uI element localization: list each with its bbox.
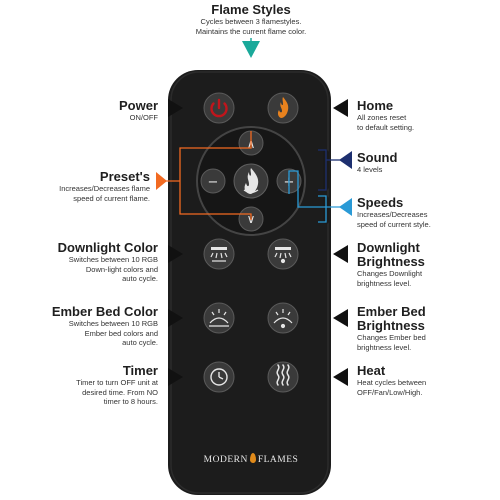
- label-presets-desc-1: Increases/Decreases flame: [59, 184, 150, 193]
- downlight-brightness-icon: [274, 247, 292, 264]
- label-downlight-brightness-desc-1: Changes Downlight: [357, 269, 423, 278]
- label-timer-title: Timer: [122, 363, 158, 378]
- ember-color-pointer: [168, 309, 183, 327]
- label-heat-title: Heat: [357, 363, 386, 378]
- label-speeds: Speeds Increases/Decreases speed of curr…: [357, 196, 497, 229]
- ember-brightness-icon: [273, 309, 293, 329]
- label-speeds-title: Speeds: [357, 195, 404, 210]
- label-downlight-brightness-title-1: Downlight: [357, 240, 420, 255]
- label-power: Power ON/OFF: [60, 99, 158, 123]
- ember-bed-brightness-button[interactable]: [267, 302, 299, 334]
- brand-logo: MODERN FLAMES: [196, 453, 306, 465]
- label-downlight-color-desc-1: Switches between 10 RGB: [68, 255, 158, 264]
- label-ember-bed-color-desc-3: auto cycle.: [122, 338, 158, 347]
- timer-button[interactable]: [203, 361, 235, 393]
- heat-pointer: [333, 368, 348, 386]
- brand-flame-icon: [249, 453, 256, 463]
- label-home: Home All zones reset to default setting.: [357, 99, 487, 132]
- label-presets: Preset's Increases/Decreases flame speed…: [20, 170, 150, 203]
- minus-icon: −: [208, 175, 219, 190]
- label-presets-desc-2: speed of current flame.: [73, 193, 150, 203]
- label-sound: Sound 4 levels: [357, 151, 487, 175]
- downlight-brightness-pointer: [333, 245, 348, 263]
- label-downlight-brightness: Downlight Brightness Changes Downlight b…: [357, 241, 487, 288]
- label-timer-desc-3: timer to 8 hours.: [103, 397, 158, 406]
- downlight-color-button[interactable]: [203, 238, 235, 270]
- sound-bracket: [318, 149, 340, 191]
- label-downlight-color-desc-2: Down-light colors and: [85, 264, 158, 274]
- downlight-color-pointer: [168, 245, 183, 263]
- label-presets-title: Preset's: [99, 169, 150, 184]
- speeds-pointer: [339, 198, 352, 216]
- label-home-desc-1: All zones reset: [357, 113, 407, 122]
- label-ember-bed-color-title: Ember Bed Color: [51, 304, 158, 319]
- dpad-minus-button[interactable]: −: [200, 168, 226, 194]
- label-downlight-color-desc-3: auto cycle.: [122, 274, 158, 283]
- label-flame-styles-desc-2: Maintains the current flame color.: [195, 26, 307, 36]
- label-ember-bed-brightness-desc-2: brightness level.: [357, 342, 412, 352]
- label-flame-styles: Flame Styles Cycles between 3 flamestyle…: [160, 3, 342, 36]
- brand-right: FLAMES: [257, 455, 299, 465]
- power-icon: [210, 98, 228, 118]
- label-flame-styles-desc-1: Cycles between 3 flamestyles.: [200, 17, 302, 26]
- power-button[interactable]: [203, 92, 235, 124]
- remote-highlight: [170, 71, 329, 494]
- heat-waves-icon: [276, 364, 290, 386]
- label-sound-title: Sound: [357, 150, 398, 165]
- label-ember-bed-color-desc-1: Switches between 10 RGB: [68, 319, 158, 328]
- clock-icon: [210, 368, 228, 386]
- ember-brightness-pointer: [333, 309, 348, 327]
- label-flame-styles-title: Flame Styles: [211, 2, 291, 17]
- flame-icon: [277, 97, 289, 118]
- label-heat-desc-2: OFF/Fan/Low/High.: [357, 387, 423, 397]
- speeds-bracket: [288, 170, 340, 223]
- label-home-title: Home: [357, 98, 394, 113]
- label-home-desc-2: to default setting.: [357, 122, 415, 132]
- label-speeds-desc-1: Increases/Decreases: [357, 210, 428, 219]
- timer-pointer: [168, 368, 183, 386]
- label-downlight-brightness-desc-2: brightness level.: [357, 278, 412, 288]
- downlight-brightness-button[interactable]: [267, 238, 299, 270]
- flame-style-button[interactable]: [233, 163, 269, 199]
- label-power-title: Power: [118, 98, 158, 113]
- label-speeds-desc-2: speed of current style.: [357, 219, 431, 229]
- brand-left: MODERN: [203, 455, 248, 465]
- label-heat-desc-1: Heat cycles between: [357, 378, 427, 387]
- label-timer-desc-2: desired time. From NO: [82, 387, 158, 397]
- label-sound-desc-1: 4 levels: [357, 165, 383, 174]
- ember-icon: [209, 309, 229, 327]
- label-downlight-color: Downlight Color Switches between 10 RGB …: [30, 241, 158, 284]
- label-timer: Timer Timer to turn OFF unit at desired …: [30, 364, 158, 407]
- label-power-desc-1: ON/OFF: [129, 113, 158, 122]
- power-pointer: [168, 99, 183, 117]
- label-timer-desc-1: Timer to turn OFF unit at: [76, 378, 158, 387]
- sound-pointer: [339, 151, 352, 169]
- label-ember-bed-brightness-title-2: Brightness: [357, 318, 425, 333]
- downlight-icon: [210, 247, 228, 262]
- flame-styles-pointer: [242, 38, 260, 58]
- home-button[interactable]: [267, 92, 299, 124]
- flame-style-icon: [243, 168, 259, 194]
- label-ember-bed-brightness: Ember Bed Brightness Changes Ember bed b…: [357, 305, 487, 352]
- label-ember-bed-color: Ember Bed Color Switches between 10 RGB …: [30, 305, 158, 348]
- presets-pointer: [156, 172, 167, 190]
- home-pointer: [333, 99, 348, 117]
- label-ember-bed-brightness-desc-1: Changes Ember bed: [357, 333, 426, 342]
- ember-bed-color-button[interactable]: [203, 302, 235, 334]
- label-ember-bed-color-desc-2: Ember bed colors and: [84, 328, 158, 338]
- label-downlight-brightness-title-2: Brightness: [357, 254, 425, 269]
- label-heat: Heat Heat cycles between OFF/Fan/Low/Hig…: [357, 364, 487, 397]
- heat-button[interactable]: [267, 361, 299, 393]
- label-downlight-color-title: Downlight Color: [57, 240, 158, 255]
- label-ember-bed-brightness-title-1: Ember Bed: [357, 304, 426, 319]
